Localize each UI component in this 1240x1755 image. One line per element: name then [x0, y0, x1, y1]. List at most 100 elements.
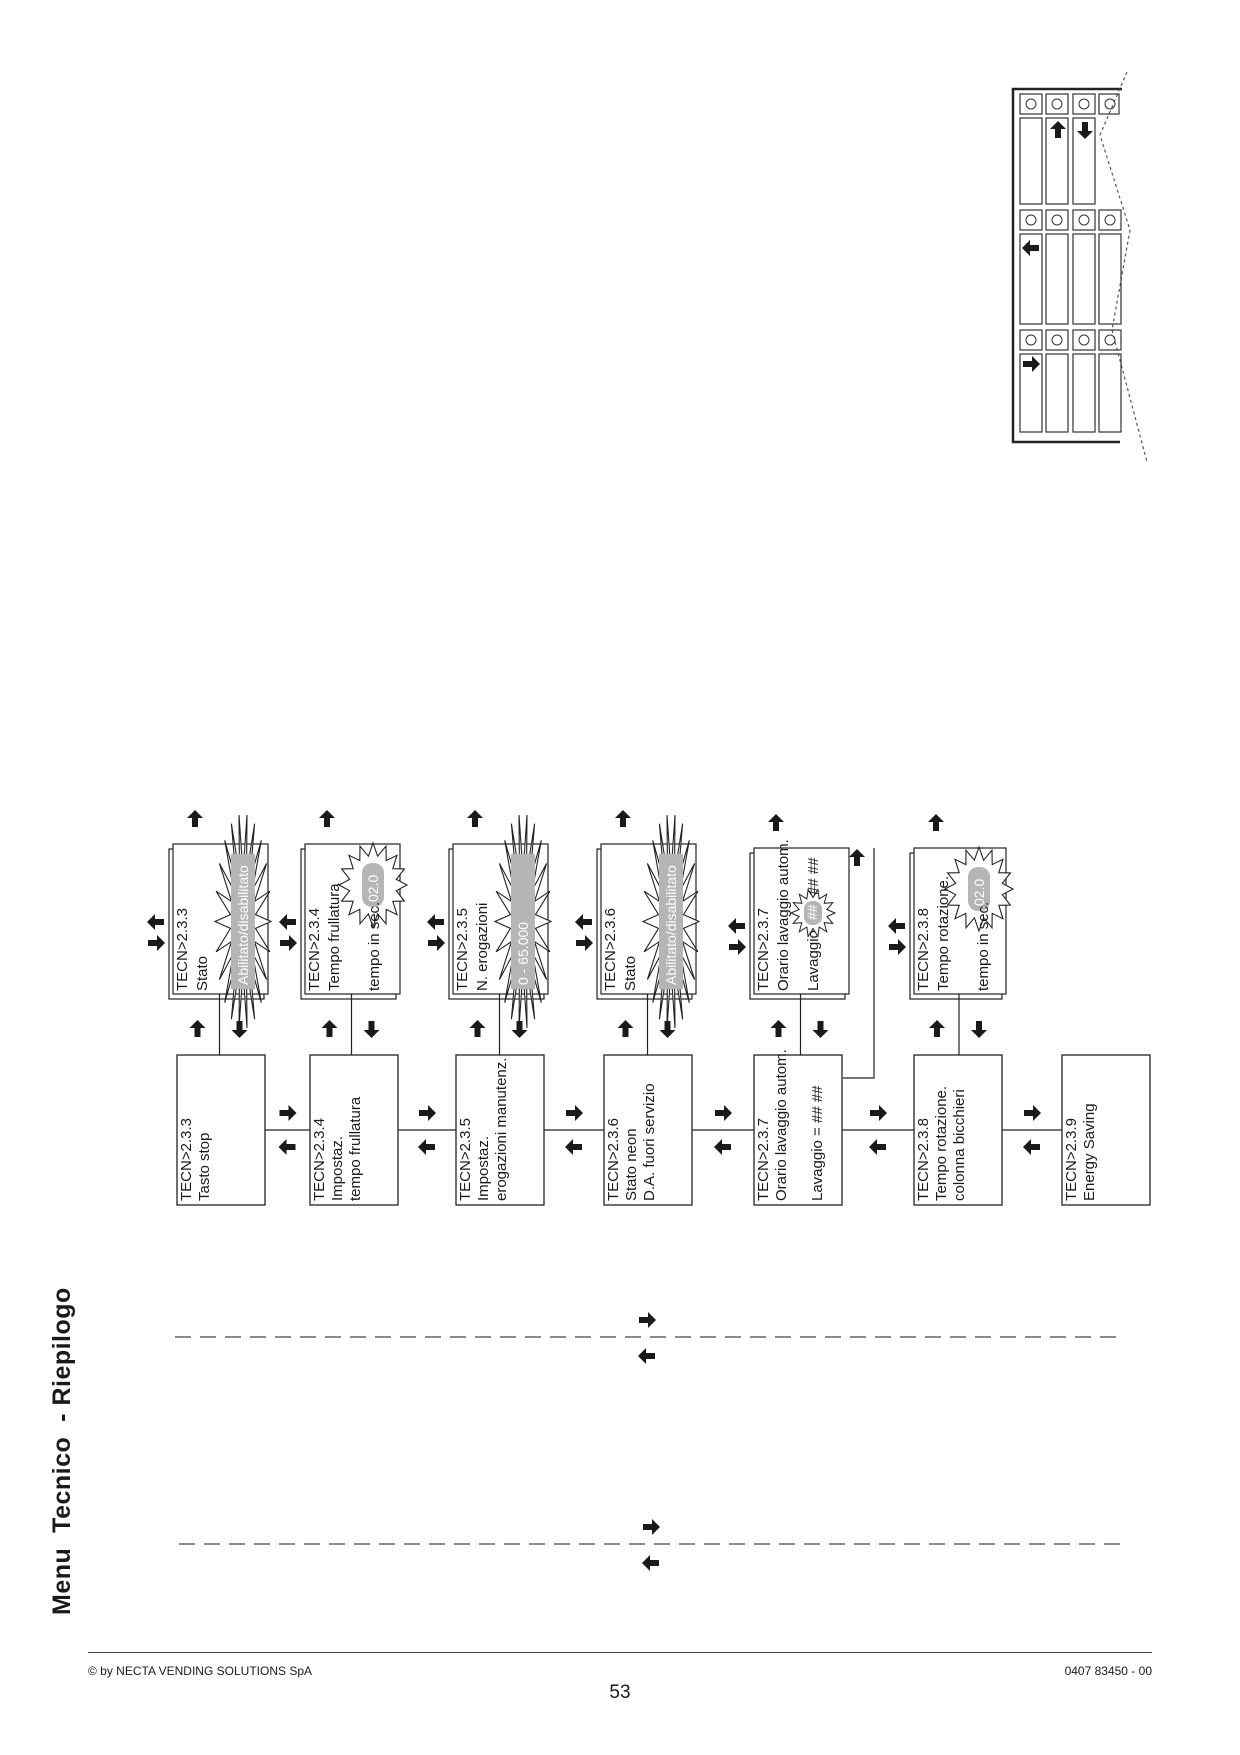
arrow-left-icon [279, 914, 296, 930]
value-highlight [362, 863, 384, 907]
arrow-up-icon [849, 849, 865, 866]
menu-box-label: Impostaz. [329, 1136, 346, 1201]
keypad-key [1019, 329, 1043, 351]
arrow-up-icon [770, 1020, 787, 1037]
arrow-left-icon [1023, 1139, 1040, 1155]
submenu-label: Tempo frullatura [326, 883, 343, 991]
cut-line [1099, 71, 1148, 463]
menu-box-label: Orario lavaggio autom. [773, 1049, 790, 1201]
connector [843, 848, 875, 1079]
button-circle-icon [1078, 214, 1090, 226]
arrow-down-icon [812, 1021, 829, 1038]
arrow-up-icon [469, 1020, 486, 1037]
keypad-key [1045, 329, 1069, 351]
arrow-right-icon [889, 939, 906, 955]
menu-box-label: TECN>2.3.3 [178, 1118, 195, 1201]
arrow-up-icon [189, 1020, 206, 1037]
arrow-right-icon [148, 935, 165, 951]
keypad-slot [1045, 353, 1069, 433]
submenu-label: TECN>2.3.8 [915, 908, 932, 991]
keypad-key [1045, 209, 1069, 231]
arrow-up-icon [319, 810, 335, 827]
arrow-left-icon [565, 1139, 582, 1155]
keypad-key [1045, 93, 1069, 115]
arrow-left-icon [642, 1555, 659, 1571]
arrow-up-icon [768, 814, 784, 831]
menu-box-label: TECN>2.3.5 [457, 1118, 474, 1201]
submenu-label: Stato [622, 956, 639, 991]
arrow-right-icon [576, 935, 593, 951]
value-highlight [511, 854, 535, 989]
value-text: Abilitato/disabilitato [663, 865, 679, 985]
arrow-up-icon [615, 810, 631, 827]
arrow-left-icon [427, 914, 444, 930]
arrow-left-icon [728, 918, 745, 934]
menu-box-label: tempo frullatura [347, 1096, 364, 1201]
button-circle-icon [1104, 334, 1116, 346]
button-circle-icon [1051, 334, 1063, 346]
page-title: Menu Tecnico - Riepilogo [48, 1287, 76, 1615]
menu-box-label: Tasto stop [196, 1133, 213, 1201]
arrow-right-icon [1023, 356, 1040, 372]
arrow-left-icon [278, 1139, 296, 1155]
keypad-key [1072, 329, 1096, 351]
button-circle-icon [1051, 214, 1063, 226]
menu-box-label: Tempo rotazione. [933, 1086, 950, 1201]
keypad-slot [1098, 353, 1122, 433]
arrow-left-icon [147, 914, 164, 930]
menu-box-label: D.A. fuori servizio [641, 1083, 658, 1201]
arrow-right-icon [566, 1105, 583, 1121]
value-highlight [804, 901, 822, 925]
arrow-right-icon [1024, 1105, 1041, 1121]
submenu-label: tempo in sec. [975, 902, 992, 991]
arrow-up-icon [617, 1020, 634, 1037]
footer-rule [88, 1652, 1152, 1653]
keypad-diagram [1011, 71, 1148, 463]
value-text: 02.0 [365, 875, 381, 902]
arrow-right-icon [715, 1105, 732, 1121]
keypad-slot [1045, 233, 1069, 325]
arrow-down-icon [1077, 122, 1093, 139]
arrow-left-icon [1022, 240, 1039, 256]
arrow-up-icon [187, 810, 203, 827]
button-circle-icon [1104, 98, 1116, 110]
value-highlight [968, 867, 990, 911]
keypad-frame [1011, 87, 1122, 444]
keypad-slot [1019, 117, 1043, 205]
menu-box-label: Energy Saving [1081, 1103, 1098, 1201]
arrow-down-icon [231, 1021, 248, 1038]
keypad-slot [1098, 233, 1122, 325]
keypad-slot [1072, 117, 1096, 205]
keypad-key [1098, 93, 1120, 115]
menu-box-label: TECN>2.3.8 [915, 1118, 932, 1201]
arrow-left-icon [869, 1139, 886, 1155]
arrow-left-icon [888, 918, 905, 934]
arrow-up-icon [928, 814, 944, 831]
keypad-slot [1019, 353, 1043, 433]
value-text: 0 - 65.000 [515, 922, 531, 985]
arrow-up-icon [321, 1020, 338, 1037]
menu-box-label: Impostaz. [475, 1136, 492, 1201]
keypad-slot [1045, 117, 1069, 205]
page-number: 53 [609, 1682, 631, 1703]
button-circle-icon [1025, 334, 1037, 346]
keypad-slot [1019, 233, 1043, 325]
submenu-label: Stato [194, 956, 211, 991]
arrow-right-icon [729, 939, 746, 955]
submenu-label: tempo in sec. [366, 902, 383, 991]
arrow-left-icon [575, 914, 592, 930]
submenu-label: TECN>2.3.3 [174, 908, 191, 991]
value-text: 02.0 [971, 879, 987, 906]
button-circle-icon [1078, 98, 1090, 110]
menu-box-label: TECN>2.3.6 [605, 1118, 622, 1201]
button-circle-icon [1025, 214, 1037, 226]
document-reference: 0407 83450 - 00 [1064, 1664, 1152, 1678]
button-circle-icon [1051, 98, 1063, 110]
